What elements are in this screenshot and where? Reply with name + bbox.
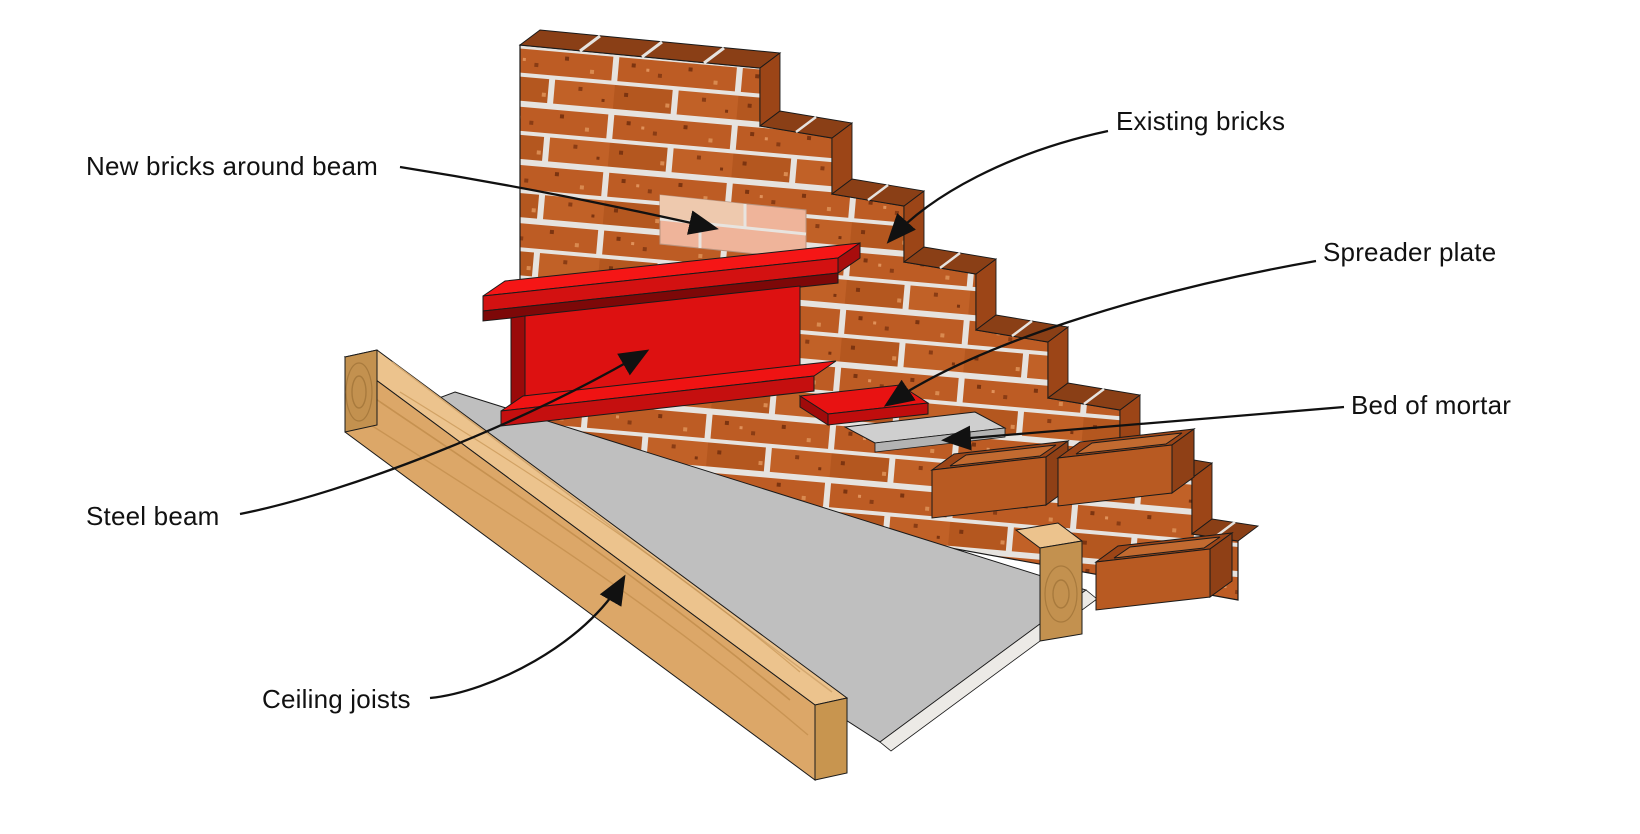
label-steel-beam: Steel beam [86, 501, 220, 531]
label-ceiling-joists: Ceiling joists [262, 684, 411, 714]
arrow-steel-beam [239, 349, 650, 516]
label-new-bricks: New bricks around beam [86, 151, 378, 181]
steel-beam [482, 242, 861, 427]
beam-top-flange-end [837, 242, 861, 274]
arrow-spreader-plate [883, 259, 1317, 407]
mortar-bed [843, 411, 1007, 453]
beam-bottom-flange-front [500, 375, 815, 427]
arrow-ceiling-joists [429, 574, 626, 700]
label-existing-bricks: Existing bricks [1116, 106, 1286, 136]
beam-flange-shadow [482, 272, 839, 322]
leader-arrows [239, 129, 1345, 700]
arrow-bed-of-mortar [941, 405, 1345, 451]
label-spreader-plate: Spreader plate [1323, 237, 1497, 267]
loose-bricks [930, 428, 1234, 611]
plate-left [799, 395, 829, 426]
label-bed-of-mortar: Bed of mortar [1351, 390, 1512, 420]
right-joist-end [1039, 540, 1083, 642]
joist-right-end [814, 697, 848, 781]
arrow-new-bricks [399, 165, 719, 235]
right-joist [1014, 522, 1084, 642]
arrow-existing-bricks [886, 129, 1109, 244]
